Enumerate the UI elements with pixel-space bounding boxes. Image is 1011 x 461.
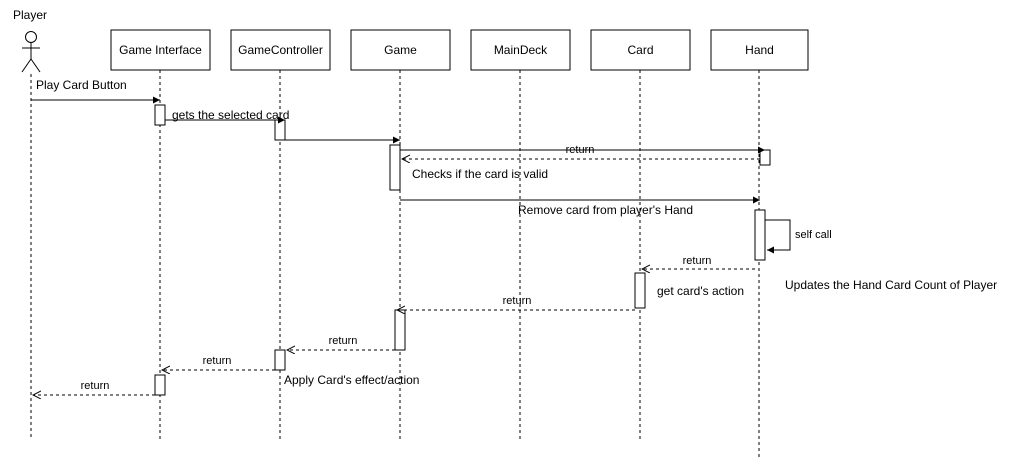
stick-figure-icon: [21, 31, 41, 73]
return-card-to-game: return: [397, 295, 635, 310]
message-label: gets the selected card: [172, 108, 289, 122]
participant-main-deck: MainDeck: [470, 29, 571, 440]
participant-label: Game: [384, 43, 417, 57]
return-interface-to-player: return: [33, 380, 155, 395]
activation-game-interface-2: [154, 374, 166, 396]
return-controller-to-interface: return: [162, 355, 275, 370]
participant-label: Game Interface: [119, 43, 202, 57]
activation-hand-1: [759, 149, 771, 166]
activation-game-controller-2: [274, 349, 286, 371]
message-self-call: self call: [765, 219, 832, 254]
message-label: Play Card Button: [36, 78, 127, 92]
participant-card: Card: [590, 29, 691, 440]
activation-game-1: [389, 144, 401, 191]
return-hand-to-card: return: [642, 255, 755, 269]
actor-player: Player: [13, 8, 47, 440]
message-label: return: [203, 355, 232, 367]
actor-label: Player: [13, 8, 47, 22]
participant-box: [470, 29, 571, 71]
participant-game: Game: [350, 29, 451, 440]
activation-game-2: [394, 309, 406, 351]
participant-game-interface: Game Interface: [110, 29, 211, 440]
participant-label: Card: [627, 43, 653, 57]
participant-box: [710, 29, 809, 71]
note-get-action: get card's action: [657, 284, 744, 298]
participant-game-controller: GameController: [230, 29, 331, 440]
participant-label: MainDeck: [494, 43, 548, 57]
message-label: return: [503, 295, 532, 307]
activation-game-controller-1: [274, 119, 286, 141]
message-label: self call: [795, 229, 832, 241]
activation-hand-2: [754, 209, 766, 261]
participant-label: Hand: [745, 43, 774, 57]
self-call-arrow: [765, 219, 791, 254]
return-game-to-controller: return: [287, 335, 395, 350]
message-label: return: [329, 335, 358, 347]
message-label: Remove card from player's Hand: [518, 203, 693, 217]
message-label: return: [566, 144, 595, 156]
note-updates-count: Updates the Hand Card Count of Player: [785, 278, 997, 292]
participant-box: [590, 29, 691, 71]
activation-card-1: [634, 272, 646, 309]
participant-box: [110, 29, 211, 71]
activation-game-interface-1: [154, 104, 166, 126]
message-label: return: [683, 255, 712, 267]
participant-hand: Hand: [710, 29, 809, 458]
note-checks-valid: Checks if the card is valid: [412, 167, 548, 181]
message-remove-card: Remove card from player's Hand: [400, 196, 760, 217]
participant-label: GameController: [238, 43, 323, 57]
note-apply-effect: Apply Card's effect/action: [284, 373, 419, 387]
message-label: return: [81, 380, 110, 392]
message-game-to-hand: return: [400, 144, 765, 156]
message-play-card: Play Card Button: [31, 78, 160, 104]
message-gets-selected: gets the selected card: [165, 108, 289, 124]
